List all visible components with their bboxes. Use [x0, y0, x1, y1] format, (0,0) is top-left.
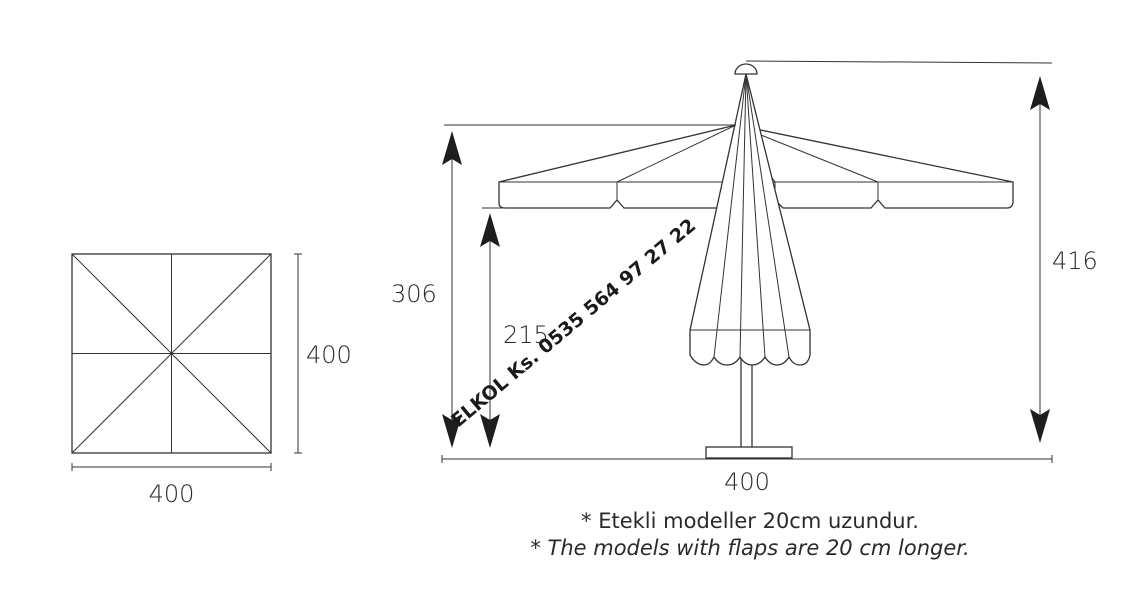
total-height-arrow-up — [1030, 76, 1050, 110]
clearance-label: 215 — [503, 321, 549, 349]
side-view-width-label: 400 — [724, 468, 770, 496]
total-height-arrow-down — [1030, 409, 1050, 443]
clearance-arrow-up — [480, 213, 500, 247]
closed-canopy — [689, 73, 811, 366]
canopy-height-arrow-up — [442, 131, 462, 165]
top-view-width-label: 400 — [149, 480, 195, 508]
closed-canopy-rib — [713, 73, 747, 358]
canopy-height-label: 306 — [391, 280, 437, 308]
umbrella-finial — [734, 63, 758, 75]
watermark-phone-text: ELKOL Ks. 0535 564 97 27 22 — [447, 214, 700, 431]
note-turkish: * Etekli modeller 20cm uzundur. — [581, 509, 919, 533]
total-height-label: 416 — [1052, 247, 1098, 275]
umbrella-base-plate — [705, 446, 793, 459]
closed-canopy-outline — [689, 73, 811, 366]
top-view-depth-label: 400 — [306, 341, 352, 369]
closed-canopy-rib — [745, 73, 790, 358]
total-height-guide-line — [745, 60, 1053, 64]
top-view: 400 400 — [71, 253, 352, 508]
open-canopy-rib — [616, 124, 737, 183]
clearance-arrow-down — [480, 414, 500, 448]
closed-canopy-rib — [739, 73, 747, 358]
note-english: * The models with flaps are 20 cm longer… — [530, 536, 970, 560]
closed-canopy-rib — [745, 73, 766, 358]
side-view: 400 — [391, 60, 1098, 496]
canopy-height-arrow-down — [442, 414, 462, 448]
